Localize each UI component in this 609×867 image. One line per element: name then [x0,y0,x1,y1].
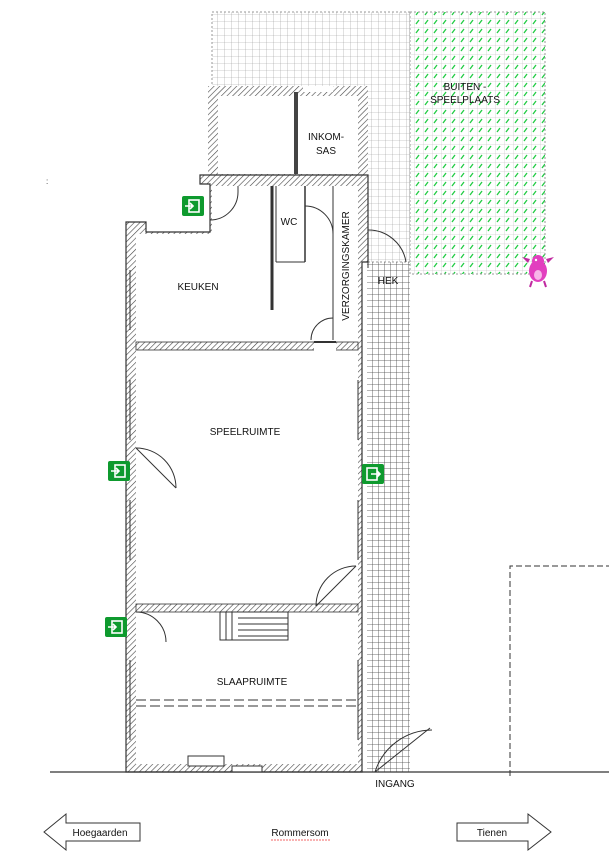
label-buiten-1: BUITEN - [444,82,487,93]
label-verzorgingskamer: VERZORGINGSKAMER [341,211,352,320]
label-buiten-2: SPEELPLAATS [430,95,500,106]
label-keuken: KEUKEN [177,282,218,293]
label-hek: HEK [378,276,399,287]
stairs [219,611,289,641]
side-corridor-grid [367,262,410,772]
road-right-label: Tienen [477,828,507,839]
neighbour-building [509,565,609,776]
playground-grass [409,11,546,275]
main-building [125,174,433,773]
label-wc: WC [281,217,298,228]
exit-sign-icon [108,461,130,481]
road-center-label: Rommersom [271,828,328,839]
label-inkomsas-2: SAS [316,146,336,157]
exit-sign-icon [182,196,204,216]
exit-sign-icon [105,617,127,637]
road-left-label: Hoegaarden [72,828,127,839]
arrow-left-icon [43,812,141,852]
label-slaapruimte: SLAAPRUIMTE [217,677,288,688]
arrow-right-icon [456,812,552,852]
dragon-mascot-icon [522,255,554,288]
label-inkomsas-1: INKOM- [308,132,344,143]
exit-sign-icon [362,464,384,484]
label-ingang: INGANG [375,779,415,790]
inkomsas-block [208,86,368,178]
margin-mark: : [46,177,48,186]
label-speelruimte: SPEELRUIMTE [210,427,281,438]
